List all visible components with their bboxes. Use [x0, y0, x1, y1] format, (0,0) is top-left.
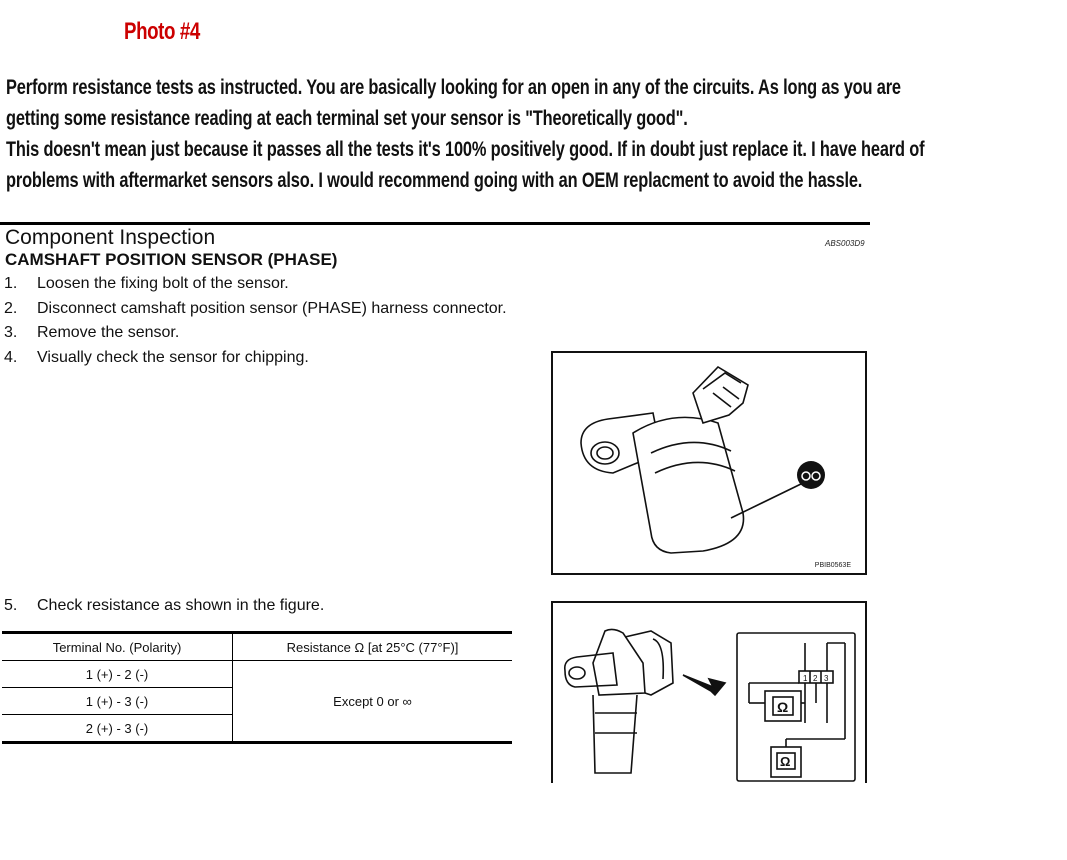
step-text: Check resistance as shown in the figure.: [37, 597, 325, 614]
step-number: 4.: [4, 349, 18, 367]
terminal-label: 1: [803, 674, 808, 683]
table-row: 2 (+) - 3 (-): [2, 714, 512, 744]
terminal-header: Terminal No. (Polarity): [2, 631, 233, 661]
step-number: 5.: [4, 597, 18, 614]
resistance-header: Resistance Ω [at 25°C (77°F)]: [232, 631, 512, 661]
terminal-cell: 1 (+) - 3 (-): [2, 687, 233, 715]
resistance-table: Terminal No. (Polarity) Resistance Ω [at…: [2, 631, 512, 744]
terminal-cell: 2 (+) - 3 (-): [2, 714, 233, 744]
step-text: Visually check the sensor for chipping.: [37, 349, 309, 367]
ohmmeter-icon: Ω: [777, 699, 788, 715]
ohmmeter-icon: Ω: [780, 754, 790, 769]
resistance-value-cell: Except 0 or ∞: [232, 660, 512, 744]
table-row: 1 (+) - 2 (-) Except 0 or ∞: [2, 660, 512, 744]
inspection-steps: 1.Loosen the fixing bolt of the sensor. …: [4, 272, 507, 371]
resistance-check-figure: 1 2 3 Ω Ω: [551, 601, 867, 783]
photo-title: Photo #4: [124, 18, 200, 45]
step-number: 1.: [4, 275, 18, 292]
terminal-label: 3: [824, 674, 829, 683]
inspection-symbol-icon: [797, 461, 825, 489]
step-item: 4. Visually check the sensor for chipping…: [4, 346, 507, 371]
resistance-check-illustration: 1 2 3 Ω Ω: [563, 628, 856, 782]
section-heading: Component Inspection: [5, 226, 216, 249]
step-text: Disconnect camshaft position sensor (PHA…: [37, 299, 507, 317]
terminal-cell: 1 (+) - 2 (-): [2, 660, 233, 688]
terminal-label: 2: [813, 674, 818, 683]
step-number: 2.: [4, 299, 18, 317]
step-item: 2. Disconnect camshaft position sensor (P…: [4, 297, 507, 322]
step-item: 3. Remove the sensor.: [4, 321, 507, 346]
reference-code: ABS003D9: [825, 239, 865, 248]
intro-paragraph-1: Perform resistance tests as instructed. …: [6, 76, 901, 130]
step-item: 1. Loosen the fixing bolt of the sensor.: [4, 272, 507, 297]
figure-code: PBIB0563E: [814, 562, 851, 569]
sensor-illustration: [580, 365, 825, 554]
step-item: 5. Check resistance as shown in the figur…: [4, 597, 324, 615]
section-subheading: CAMSHAFT POSITION SENSOR (PHASE): [5, 250, 338, 269]
section-divider: [0, 222, 870, 225]
intro-text: Perform resistance tests as instructed. …: [6, 72, 926, 196]
step-text: Loosen the fixing bolt of the sensor.: [37, 275, 289, 292]
step-text: Remove the sensor.: [37, 324, 180, 342]
table-row: 1 (+) - 3 (-): [2, 687, 512, 715]
sensor-figure: PBIB0563E: [551, 351, 867, 575]
table-header-row: Terminal No. (Polarity) Resistance Ω [at…: [2, 631, 512, 661]
step-number: 3.: [4, 324, 18, 342]
intro-paragraph-2: This doesn't mean just because it passes…: [6, 138, 925, 192]
